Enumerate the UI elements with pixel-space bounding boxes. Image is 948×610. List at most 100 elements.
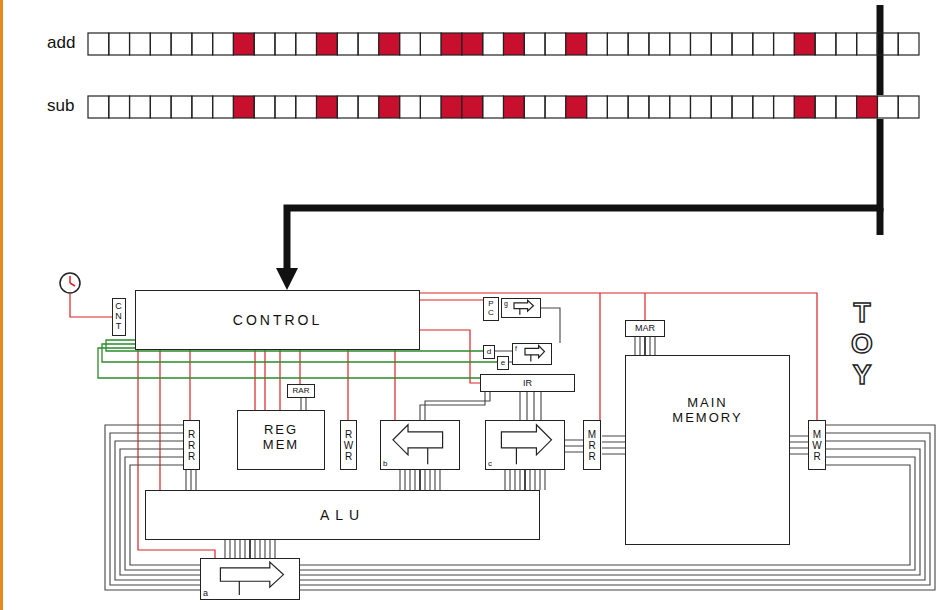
- control-wire: [189, 350, 190, 420]
- read-register: MRR: [583, 420, 601, 470]
- control-bit: [254, 96, 275, 118]
- bus-wire: [602, 436, 625, 454]
- component-label: RAR: [293, 386, 310, 395]
- control-bit: [171, 33, 192, 55]
- component-label: CONTROL: [233, 312, 322, 328]
- control-bit: [566, 33, 587, 55]
- mux-arrow: [514, 300, 533, 314]
- bus-wire: [186, 470, 196, 490]
- control-bit: [150, 33, 171, 55]
- control-bit: [296, 33, 317, 55]
- control-bit: [524, 96, 545, 118]
- control-bit: [130, 33, 151, 55]
- component-label: IR: [523, 378, 532, 388]
- control-bit: [275, 96, 296, 118]
- control-bit: [753, 96, 774, 118]
- control-bit: [774, 96, 795, 118]
- component-label: ALU: [320, 507, 365, 523]
- control-bit: [420, 33, 441, 55]
- bus-wire: [635, 337, 655, 355]
- small-register: d: [483, 345, 495, 359]
- control-word-row: sub: [44, 95, 920, 119]
- bus-wire: [524, 470, 526, 490]
- control-bit: [649, 96, 670, 118]
- control-bit: [109, 96, 130, 118]
- control-bit: [628, 96, 649, 118]
- control-bit: [794, 96, 815, 118]
- mux-arrow-symbol: [201, 559, 298, 598]
- control-wire: [299, 350, 300, 384]
- control-bit: [545, 33, 566, 55]
- mux-arrow-symbol: [513, 344, 550, 363]
- control-bit: [524, 33, 545, 55]
- control-bit: [711, 33, 732, 55]
- control-bit-cells: [87, 32, 920, 56]
- control-wire: [644, 293, 645, 320]
- control-bit: [171, 96, 192, 118]
- component-label: MWR: [812, 429, 822, 462]
- program-counter: PC: [483, 297, 499, 321]
- control-bit-cells: [87, 95, 920, 119]
- instruction-name: add: [47, 33, 75, 53]
- mux-arrow: [501, 425, 551, 464]
- control-bit: [233, 96, 254, 118]
- mux-letter: a: [203, 589, 208, 598]
- register-memory: REG MEM: [237, 410, 325, 470]
- instruction-register: IR: [480, 374, 575, 392]
- small-register: e: [497, 356, 509, 370]
- control-bit: [857, 96, 878, 118]
- control-bit: [898, 96, 919, 118]
- clock-symbol: [60, 273, 80, 293]
- control-bit: [670, 33, 691, 55]
- slide-edge-bar: [0, 0, 3, 610]
- opcode-wire: [98, 348, 480, 378]
- read-register: RRR: [183, 420, 200, 470]
- control-bit: [88, 33, 109, 55]
- control-bit: [607, 96, 628, 118]
- instruction-name: sub: [47, 96, 74, 116]
- clock-hands: [70, 276, 75, 286]
- control-bit: [732, 33, 753, 55]
- control-bit: [441, 33, 462, 55]
- address-register: MAR: [625, 320, 665, 337]
- control-bit: [566, 96, 587, 118]
- mux-arrow: [220, 562, 283, 595]
- control-bit: [587, 33, 608, 55]
- bus-wire: [225, 540, 275, 558]
- control-bit: [462, 96, 483, 118]
- control-bit: [337, 33, 358, 55]
- bus-wire: [419, 470, 421, 490]
- control-bit: [379, 96, 400, 118]
- control-bit: [358, 33, 379, 55]
- counter-register: CNT: [112, 298, 126, 336]
- multiplexer: b: [380, 420, 460, 470]
- bus-wire: [249, 540, 251, 558]
- control-bit: [337, 96, 358, 118]
- control-bit: [462, 33, 483, 55]
- control-bit: [379, 33, 400, 55]
- control-bit: [504, 33, 525, 55]
- control-bit: [857, 33, 878, 55]
- component-label: CNT: [114, 302, 123, 332]
- write-register: RWR: [340, 420, 357, 470]
- control-bit: [400, 33, 421, 55]
- control-wire: [420, 330, 480, 383]
- control-bit: [400, 96, 421, 118]
- control-bit: [317, 96, 338, 118]
- bus-wire: [520, 392, 541, 420]
- control-bit: [109, 33, 130, 55]
- control-wire: [159, 350, 160, 490]
- clock-wire: [70, 293, 112, 317]
- control-bit: [192, 33, 213, 55]
- control-bit: [296, 96, 317, 118]
- clock-face: [60, 273, 80, 293]
- control-bit: [670, 96, 691, 118]
- component-label: MAIN MEMORY: [653, 396, 763, 426]
- component-label: MAR: [635, 323, 655, 333]
- control-bit: [545, 96, 566, 118]
- alu-unit: ALU: [145, 490, 540, 540]
- control-bit: [420, 96, 441, 118]
- multiplexer: g: [501, 298, 541, 318]
- control-bit: [130, 96, 151, 118]
